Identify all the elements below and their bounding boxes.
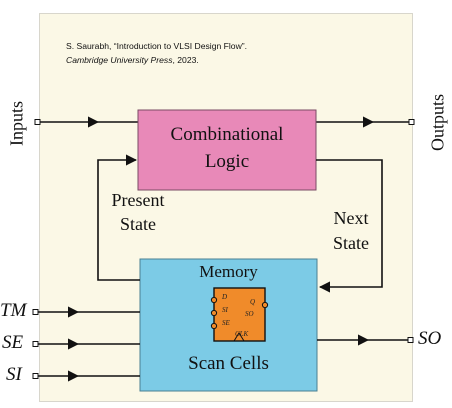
- outputs-port: [408, 119, 415, 125]
- combinational-logic-line-1: Combinational: [170, 124, 284, 145]
- so-port: [407, 337, 414, 343]
- scan-cell-pin-si: SI: [222, 306, 228, 314]
- si-label: SI: [6, 364, 22, 385]
- memory-caption: Scan Cells: [188, 353, 269, 374]
- scan-cell-pin-q: Q: [250, 298, 256, 306]
- citation-line-1: S. Saurabh, “Introduction to VLSI Design…: [66, 41, 248, 51]
- scan-cell-pin-d: D: [222, 293, 228, 301]
- present-state-wire: [97, 154, 140, 281]
- scan-cell-pin-se: SE: [222, 319, 230, 327]
- tm-label: TM: [0, 300, 27, 321]
- se-port: [32, 341, 39, 347]
- next-state-wire: [316, 159, 383, 293]
- tm-port: [32, 309, 39, 315]
- scan-cell-d-bubble: [210, 296, 218, 304]
- next-state-line-2: State: [333, 233, 369, 253]
- scan-cell-clock-triangle: [233, 332, 245, 342]
- scan-cell-se-bubble: [210, 322, 218, 330]
- next-state-line-1: Next: [333, 208, 369, 228]
- present-state-line-2: State: [120, 214, 156, 234]
- combinational-logic-block: [137, 109, 317, 191]
- se-label: SE: [2, 332, 24, 353]
- citation-line-2: Cambridge University Press, 2023.: [66, 55, 199, 66]
- citation-year: , 2023.: [172, 55, 199, 65]
- inputs-label: Inputs: [6, 101, 27, 146]
- scan-cell-pin-so: SO: [245, 310, 254, 318]
- scan-cell-pin-clk: CLK: [235, 330, 249, 338]
- outputs-label: Outputs: [427, 94, 448, 152]
- si-port: [32, 373, 39, 379]
- citation-publisher: Cambridge University Press: [66, 55, 173, 65]
- scan-cell-si-bubble: [210, 309, 218, 317]
- so-label: SO: [418, 328, 442, 349]
- scan-cell-q-bubble: [261, 301, 269, 309]
- scan-cell-block: [213, 287, 266, 342]
- present-state-line-1: Present: [111, 190, 165, 210]
- memory-title: Memory: [199, 262, 258, 281]
- inputs-port: [34, 119, 41, 125]
- combinational-logic-line-2: Logic: [204, 151, 250, 172]
